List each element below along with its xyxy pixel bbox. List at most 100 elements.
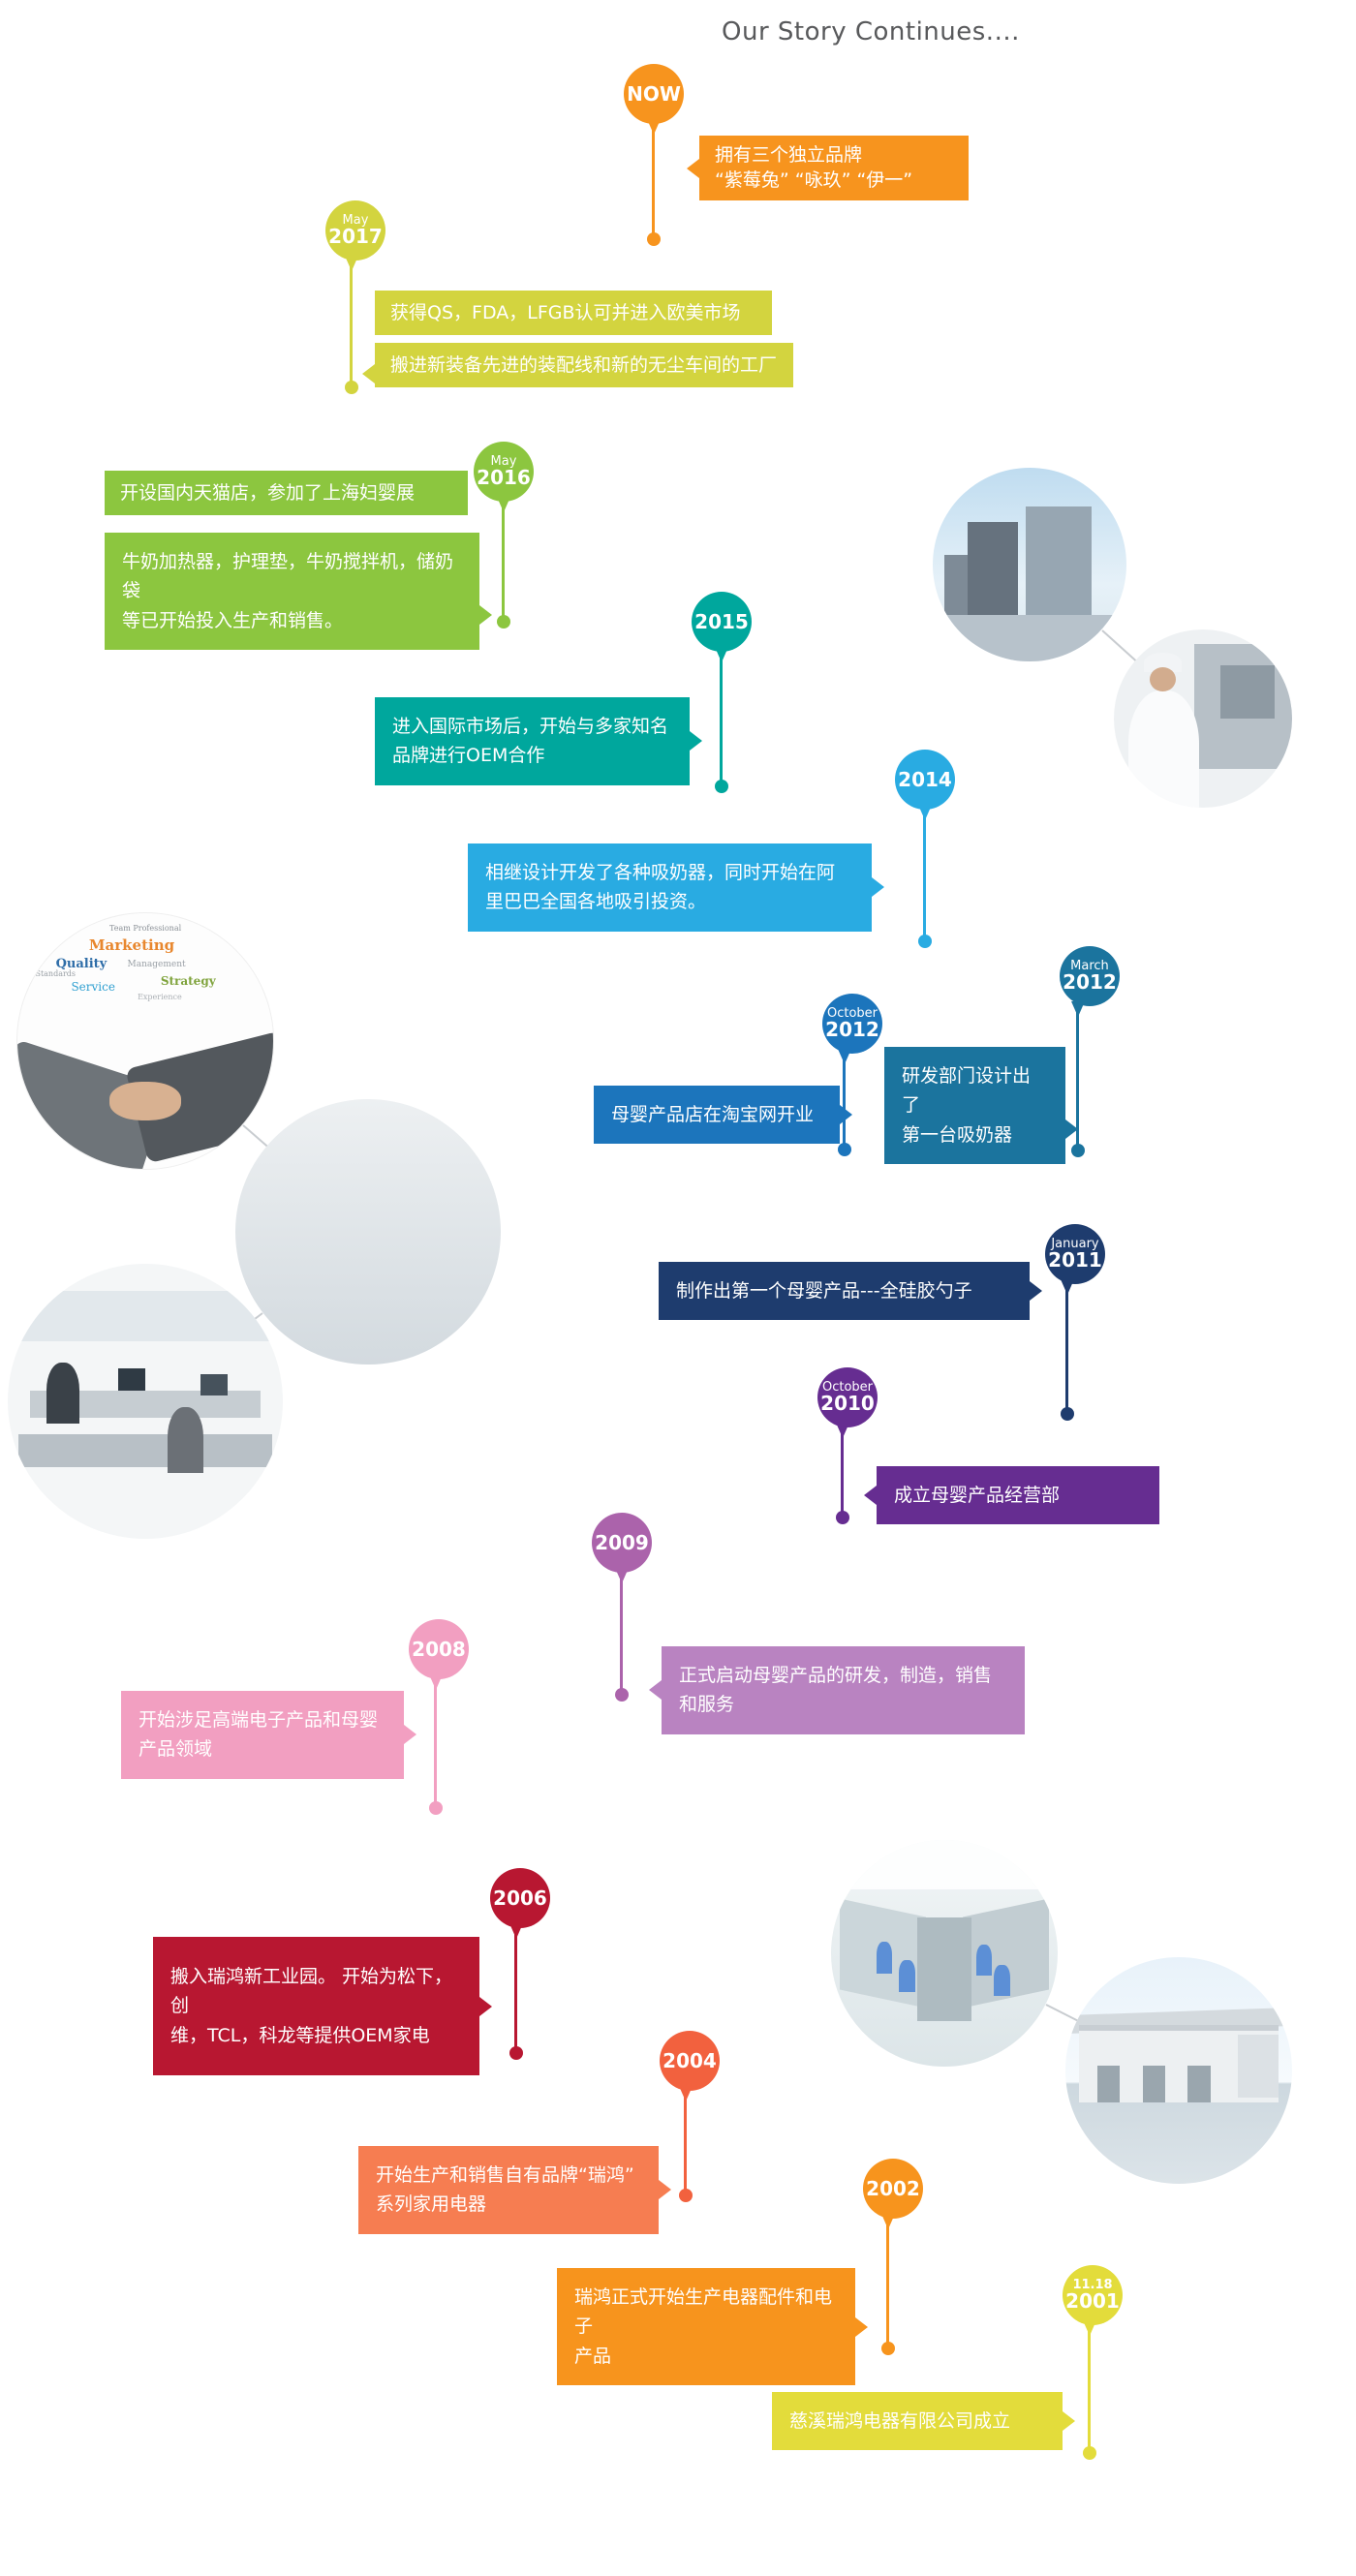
pin-dot [509,2046,523,2060]
pin-tail [509,1923,523,1939]
pin-year: 2011 [1048,1248,1102,1273]
pin-year: 2006 [493,1886,547,1910]
timeline-pin-oct-2010: October 2010 [817,1367,878,1427]
pin-tail [497,497,510,512]
pin-stem [620,1571,623,1695]
milestone-text: 瑞鸿正式开始生产电器配件和电子 产品 [557,2268,868,2386]
pin-year: 2015 [694,609,749,633]
milestone-text: 获得QS，FDA，LFGB认可并进入欧美市场 [375,291,772,336]
pin-date: 11.18 [1072,2277,1113,2292]
pin-dot [647,232,661,246]
milestone-text: 制作出第一个母婴产品---全硅胶勺子 [659,1262,1042,1321]
pin-year: 2016 [477,466,531,490]
pin-month: March [1070,958,1109,973]
pin-stem [350,259,353,387]
milestone-text: 正式启动母婴产品的研发，制造，销售 和服务 [649,1646,1025,1734]
photo-factory-building [1065,1957,1292,2184]
photo-production-line [831,1840,1058,2067]
pin-stem [1065,1282,1068,1414]
milestone-text: 慈溪瑞鸿电器有限公司成立 [772,2392,1075,2451]
pin-year: 2012 [825,1018,879,1042]
pin-tail [1083,2320,1096,2336]
pin-stem [434,1677,437,1808]
pin-dot [1061,1407,1074,1421]
wordcloud-word: Team Professional [109,923,182,933]
pin-tail [881,2214,895,2229]
pin-dot [715,780,728,793]
pin-year: 2010 [820,1392,875,1416]
timeline-pin-2001: 11.18 2001 [1063,2265,1123,2325]
pin-month: May [342,212,369,228]
timeline-pin-2002: 2002 [863,2159,923,2219]
timeline-pin-2014: 2014 [895,750,955,810]
pin-tail [679,2086,693,2101]
pin-label: NOW [627,81,681,106]
milestone-text: 成立母婴产品经营部 [864,1466,1159,1525]
pin-dot [838,1143,851,1156]
pin-tail [647,119,661,135]
page-title: Our Story Continues.... [722,17,1020,46]
pin-year: 2008 [412,1637,466,1661]
pin-year: 2009 [595,1530,649,1554]
pin-stem [886,2217,889,2348]
pin-tail [918,805,932,820]
pin-tail [615,1568,629,1583]
timeline-pin-now: NOW [624,64,684,124]
pin-year: 2012 [1063,970,1117,995]
photo-assembly-worker [1114,629,1292,808]
pin-dot [497,615,510,629]
pin-tail [1061,1279,1074,1295]
pin-stem [923,808,926,941]
milestone-text: 开设国内天猫店，参加了上海妇婴展 [105,471,468,516]
pin-dot [881,2342,895,2355]
pin-dot [918,935,932,948]
milestone-text: 相继设计开发了各种吸奶器，同时开始在阿 里巴巴全国各地吸引投资。 [468,843,884,932]
pin-stem [843,1052,846,1150]
wordcloud-word: Standards [35,969,77,979]
timeline-pin-mar-2012: March 2012 [1060,946,1120,1006]
pin-dot [1083,2446,1096,2460]
pin-month: May [490,453,517,469]
pin-tail [345,256,358,271]
pin-stem [684,2089,687,2195]
timeline-pin-2017: May 2017 [325,200,385,261]
wordcloud-word: Management [127,959,186,969]
photo-handshake-wordcloud: Team Professional Marketing Quality Mana… [16,912,274,1170]
pin-stem [1076,1004,1079,1150]
milestone-text: 研发部门设计出了 第一台吸奶器 [884,1047,1078,1165]
pin-year: 2004 [663,2048,717,2072]
pin-tail [836,1423,849,1438]
timeline-pin-2016: May 2016 [474,442,534,502]
milestone-text: 拥有三个独立品牌 “紫莓兔” “咏玖” “伊一” [687,136,969,201]
pin-stem [841,1426,844,1518]
pin-month: January [1051,1236,1099,1251]
wordcloud-word: Service [71,979,115,994]
wordcloud-word: Strategy [160,974,216,989]
wordcloud-word: Experience [138,992,182,1001]
pin-year: 2002 [866,2176,920,2200]
timeline-pin-oct-2012: October 2012 [822,994,882,1054]
timeline-pin-2008: 2008 [409,1619,469,1679]
wordcloud-word: Quality [55,956,108,971]
photo-office-interior [8,1264,283,1539]
wordcloud-word: Marketing [88,935,175,954]
timeline-pin-2004: 2004 [660,2031,720,2091]
photo-office-building [933,468,1126,661]
pin-tail [715,647,728,662]
pin-stem [514,1926,517,2053]
timeline-pin-2006: 2006 [490,1868,550,1928]
pin-dot [345,381,358,394]
pin-tail [838,1049,851,1064]
milestone-text: 搬入瑞鸿新工业园。 开始为松下，创 维，TCL，科龙等提供OEM家电 [153,1937,492,2076]
pin-stem [720,650,723,786]
pin-dot [836,1511,849,1524]
pin-stem [1088,2323,1091,2453]
pin-dot [679,2189,693,2202]
pin-dot [429,1801,443,1815]
pin-tail [1071,1001,1085,1017]
pin-year: 2014 [898,767,952,791]
pin-dot [615,1688,629,1702]
milestone-text: 开始生产和销售自有品牌“瑞鸿” 系列家用电器 [358,2146,671,2234]
milestone-text: 进入国际市场后，开始与多家知名 品牌进行OEM合作 [375,697,702,785]
